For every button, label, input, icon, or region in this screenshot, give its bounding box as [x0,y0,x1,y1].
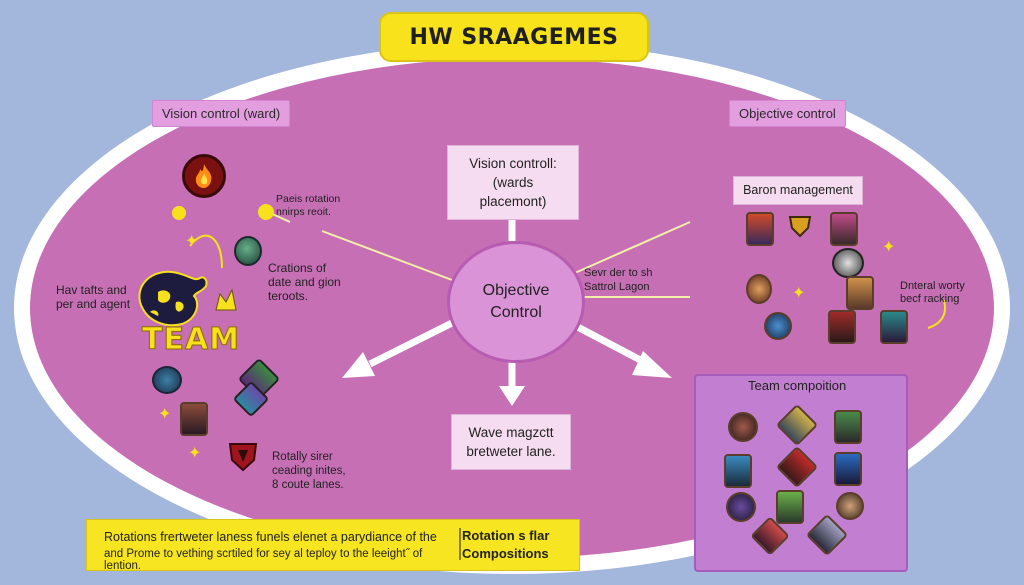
wave-management-box: Wave magzctt bretweter lane. [451,414,571,470]
hav-label: Hav tafts and per and agent [56,283,130,311]
wave-line1: Wave magzctt [468,425,554,440]
tag-objective-control: Objective control [729,100,846,127]
dnteral-line1: Dnteral worty [900,280,965,292]
champion-portrait-icon [836,492,864,520]
curved-arrow-right [927,299,946,329]
bottom-divider [459,528,461,560]
rotally-label: Rotally sirer ceading inites, 8 coute la… [272,450,346,492]
objective-control-center: Objective Control [447,241,585,363]
crown-icon [214,286,238,317]
bottom-summary-bar [86,519,580,571]
wave-line2: bretweter lane. [466,444,556,459]
sparkle-icon: ✦ [792,285,806,302]
sparkle-icon: ✦ [188,445,202,462]
sevr-line2: Sattrol Lagon [584,281,650,293]
hav-line1: Hav tafts and [56,283,127,297]
baron-management-box: Baron management [733,176,863,205]
champion-portrait-icon [728,412,758,442]
connector-right-upper [567,221,691,277]
bottom-bold-line1: Rotation s flar [462,528,550,543]
dnteral-line2: becf racking [900,293,960,305]
cration-line1: Crations of [268,261,327,275]
bottom-line2: and Prome to vething scrtiled for sey al… [104,548,423,572]
tag-vision-control: Vision control (ward) [152,100,291,127]
rotally-line2: ceading inites, [272,465,346,477]
arrow-right-head [632,351,672,378]
yellow-dot [258,204,274,220]
fire-icon [182,154,226,198]
connector-left-upper [321,230,453,281]
vision-wards-box: Vision controll: (wards placemont) [447,145,579,220]
cration-line3: teroots. [268,289,309,303]
shield-icon [788,214,812,243]
champion-portrait-icon [234,236,262,266]
champion-portrait-icon [746,274,772,304]
champion-portrait-icon [846,276,874,310]
arrow-down-head [499,386,525,406]
champion-portrait-icon [880,310,908,344]
shield-icon [226,440,260,477]
arrow-right-shaft [568,319,650,368]
champion-portrait-icon [746,212,774,246]
sparkle-icon: ✦ [882,239,896,256]
champion-portrait-icon [180,402,208,436]
bottom-bold-line2: Compositions [462,546,549,561]
champion-portrait-icon [834,452,862,486]
champion-portrait-icon [726,492,756,522]
team-logo-icon [130,262,220,339]
arrow-left-head [342,352,375,378]
hav-line2: per and agent [56,297,131,311]
champion-portrait-icon [830,212,858,246]
champion-portrait-icon [828,310,856,344]
champion-portrait-icon [764,312,792,340]
champion-portrait-icon [834,410,862,444]
sparkle-icon: ✦ [158,406,172,423]
champion-portrait-icon [724,454,752,488]
center-line1: Objective [482,282,550,299]
team-composition-title: Team compoition [748,378,847,393]
paths-line2: nnirps reoit. [276,206,331,218]
paths-line1: Paeis rotation [276,193,341,205]
paths-label: Paeis rotation nnirps reoit. [276,193,340,219]
vision-wards-line2: (wards placemont) [479,175,547,209]
page-title: HW SRAAGEMES [379,12,649,62]
cration-line2: date and gion [268,275,341,289]
center-line2: Control [490,304,542,321]
cration-label: Crations of date and gion teroots. [268,261,341,303]
sevr-line1: Sevr der to sh [584,267,653,279]
skull-icon [832,248,864,278]
vision-wards-line1: Vision controll: [469,156,557,171]
team-wordmark: TEAM [141,322,241,358]
champion-portrait-icon [152,366,182,394]
sevr-label: Sevr der to sh Sattrol Lagon [584,266,652,294]
bottom-line1: Rotations frertweter laness funels elene… [104,530,437,544]
rotally-line1: Rotally sirer [272,451,333,463]
dnteral-label: Dnteral worty becf racking [900,280,965,306]
yellow-dot [172,206,186,220]
sparkle-icon: ✦ [185,233,199,250]
champion-portrait-icon [776,490,804,524]
curved-arrow-left [189,234,223,269]
rotally-line3: 8 coute lanes. [272,479,344,491]
arrow-left-shaft [368,319,454,368]
